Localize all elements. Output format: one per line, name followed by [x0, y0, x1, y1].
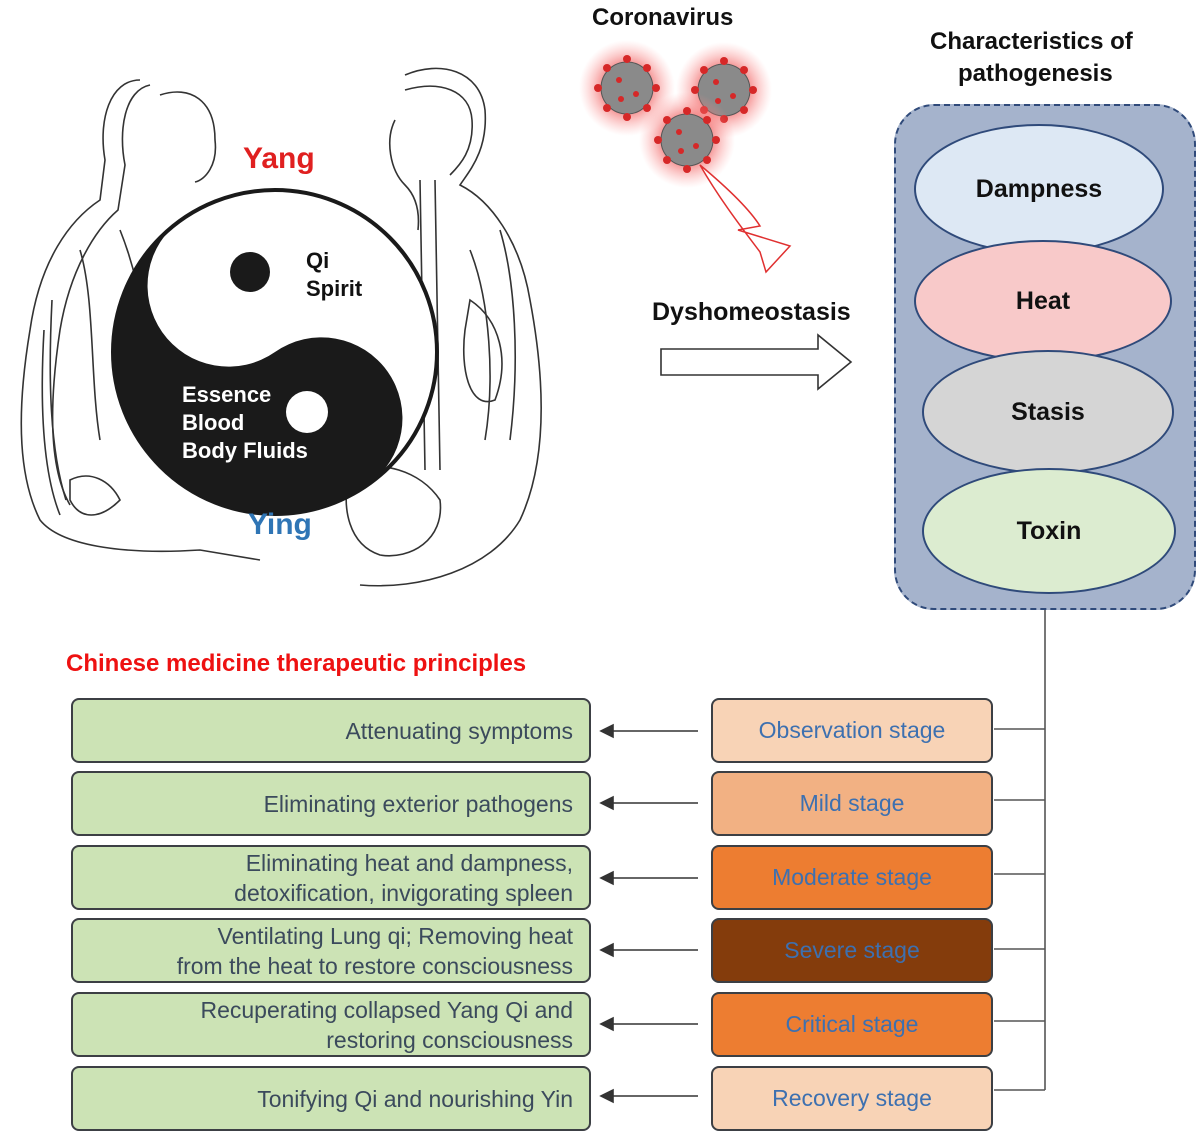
stage-arrows [599, 723, 698, 1104]
principles-title: Chinese medicine therapeutic principles [66, 650, 527, 677]
pathogenesis-title-line1: Characteristics of [930, 28, 1133, 55]
body-fluids-text: Body Fluids [182, 438, 308, 463]
principle-box: Tonifying Qi and nourishing Yin [71, 1066, 591, 1131]
principle-box: Eliminating heat and dampness,detoxifica… [71, 845, 591, 910]
stasis-ellipse: Stasis [922, 350, 1174, 474]
dampness-ellipse: Dampness [914, 124, 1164, 254]
dyshomeostasis-label: Dyshomeostasis [652, 298, 851, 326]
virus-icon [675, 41, 773, 139]
stage-connector [994, 610, 1046, 1091]
anatomy-illustration [20, 67, 543, 587]
qi-text: Qi [306, 248, 330, 273]
spirit-text: Spirit [306, 276, 363, 301]
blood-text: Blood [182, 410, 245, 435]
virus-icon [638, 91, 736, 189]
ying-label: Ying [248, 508, 312, 541]
yang-dot [230, 252, 270, 292]
principle-box: Attenuating symptoms [71, 698, 591, 763]
yang-label: Yang [243, 142, 315, 175]
mild-stage-box: Mild stage [711, 771, 993, 836]
heat-ellipse: Heat [914, 240, 1172, 362]
ying-dot [286, 391, 328, 433]
observation-stage-box: Observation stage [711, 698, 993, 763]
moderate-stage-box: Moderate stage [711, 845, 993, 910]
recovery-stage-box: Recovery stage [711, 1066, 993, 1131]
critical-stage-box: Critical stage [711, 992, 993, 1057]
coronavirus-label: Coronavirus [592, 4, 734, 31]
pathogenesis-title-line2: pathogenesis [958, 60, 1113, 87]
toxin-ellipse: Toxin [922, 468, 1176, 594]
essence-text: Essence [182, 382, 272, 407]
principle-box: Eliminating exterior pathogens [71, 771, 591, 836]
severe-stage-box: Severe stage [711, 918, 993, 983]
right-block-arrow-icon [660, 333, 853, 391]
curved-arrow-icon [699, 164, 792, 274]
